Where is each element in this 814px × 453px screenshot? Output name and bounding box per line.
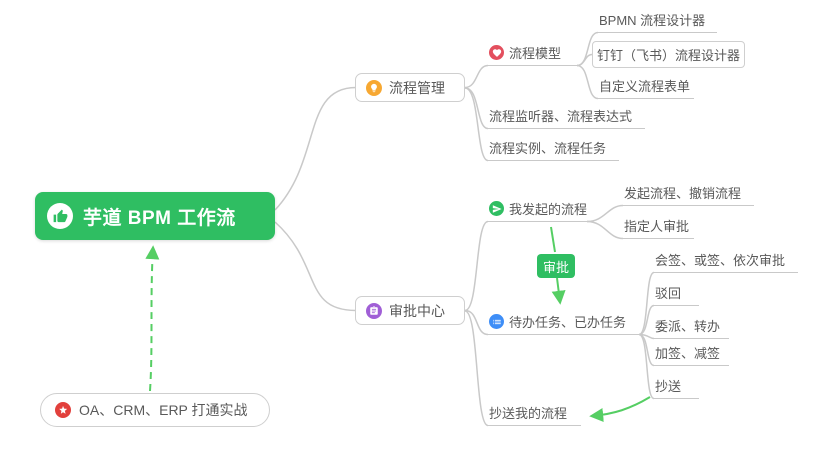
approval-relation-badge[interactable]: 审批 <box>537 254 575 278</box>
node-bpmn-designer[interactable]: BPMN 流程设计器 <box>597 11 717 33</box>
topic-label: 审批中心 <box>389 302 445 319</box>
topic-label: 驳回 <box>655 286 682 302</box>
clipboard-icon <box>366 302 382 319</box>
node-oa-crm-erp-practice[interactable]: OA、CRM、ERP 打通实战 <box>40 393 270 427</box>
topic-label: 委派、转办 <box>655 319 721 335</box>
node-dingtalk-designer[interactable]: 钉钉（飞书）流程设计器 <box>592 41 745 68</box>
node-todo-done-tasks[interactable]: 待办任务、已办任务 <box>487 313 639 335</box>
topic-label: 会签、或签、依次审批 <box>655 253 786 269</box>
topic-label: 流程模型 <box>509 46 562 62</box>
node-listener-expression[interactable]: 流程监听器、流程表达式 <box>487 107 645 129</box>
topic-label: 流程监听器、流程表达式 <box>489 109 633 125</box>
node-cc[interactable]: 抄送 <box>653 377 699 399</box>
cc-relation-arrow <box>589 396 651 422</box>
node-delegate-transfer[interactable]: 委派、转办 <box>653 317 729 339</box>
topic-label: OA、CRM、ERP 打通实战 <box>79 402 248 418</box>
node-root-bpm-workflow[interactable]: 芋道 BPM 工作流 <box>35 192 275 240</box>
lightbulb-icon <box>366 79 382 96</box>
node-reject[interactable]: 驳回 <box>653 284 699 306</box>
star-icon <box>55 402 71 418</box>
checklist-icon <box>489 314 504 330</box>
thumbs-up-icon <box>47 203 73 229</box>
badge-label: 审批 <box>542 259 569 275</box>
root-label: 芋道 BPM 工作流 <box>83 207 236 229</box>
node-add-reduce-sign[interactable]: 加签、减签 <box>653 344 729 366</box>
topic-label: 我发起的流程 <box>509 202 588 218</box>
topic-label: 自定义流程表单 <box>599 79 691 95</box>
oa-to-root-dashed-arrow <box>145 245 160 392</box>
send-icon <box>489 201 504 217</box>
heart-marker-icon <box>489 45 504 61</box>
node-process-management[interactable]: 流程管理 <box>355 73 465 102</box>
topic-label: 指定人审批 <box>624 219 690 235</box>
node-instance-task[interactable]: 流程实例、流程任务 <box>487 139 619 161</box>
approval-flow-line <box>550 226 556 253</box>
node-initiate-cancel[interactable]: 发起流程、撤销流程 <box>622 184 754 206</box>
topic-label: 发起流程、撤销流程 <box>624 186 742 202</box>
topic-label: BPMN 流程设计器 <box>599 13 706 29</box>
node-process-model[interactable]: 流程模型 <box>487 44 577 66</box>
node-assignee-approval[interactable]: 指定人审批 <box>622 217 694 239</box>
node-countersign[interactable]: 会签、或签、依次审批 <box>653 251 798 273</box>
approval-flow-arrow <box>551 277 566 305</box>
topic-label: 加签、减签 <box>655 346 721 362</box>
topic-label: 钉钉（飞书）流程设计器 <box>596 48 740 63</box>
topic-label: 待办任务、已办任务 <box>509 315 627 331</box>
topic-label: 抄送 <box>655 379 682 395</box>
topic-label: 流程实例、流程任务 <box>489 141 607 157</box>
topic-label: 抄送我的流程 <box>489 406 568 422</box>
topic-label: 流程管理 <box>389 79 445 96</box>
node-custom-form[interactable]: 自定义流程表单 <box>597 77 694 99</box>
node-my-initiated[interactable]: 我发起的流程 <box>487 200 589 222</box>
node-cc-my-process[interactable]: 抄送我的流程 <box>487 404 581 426</box>
node-approval-center[interactable]: 审批中心 <box>355 296 465 325</box>
